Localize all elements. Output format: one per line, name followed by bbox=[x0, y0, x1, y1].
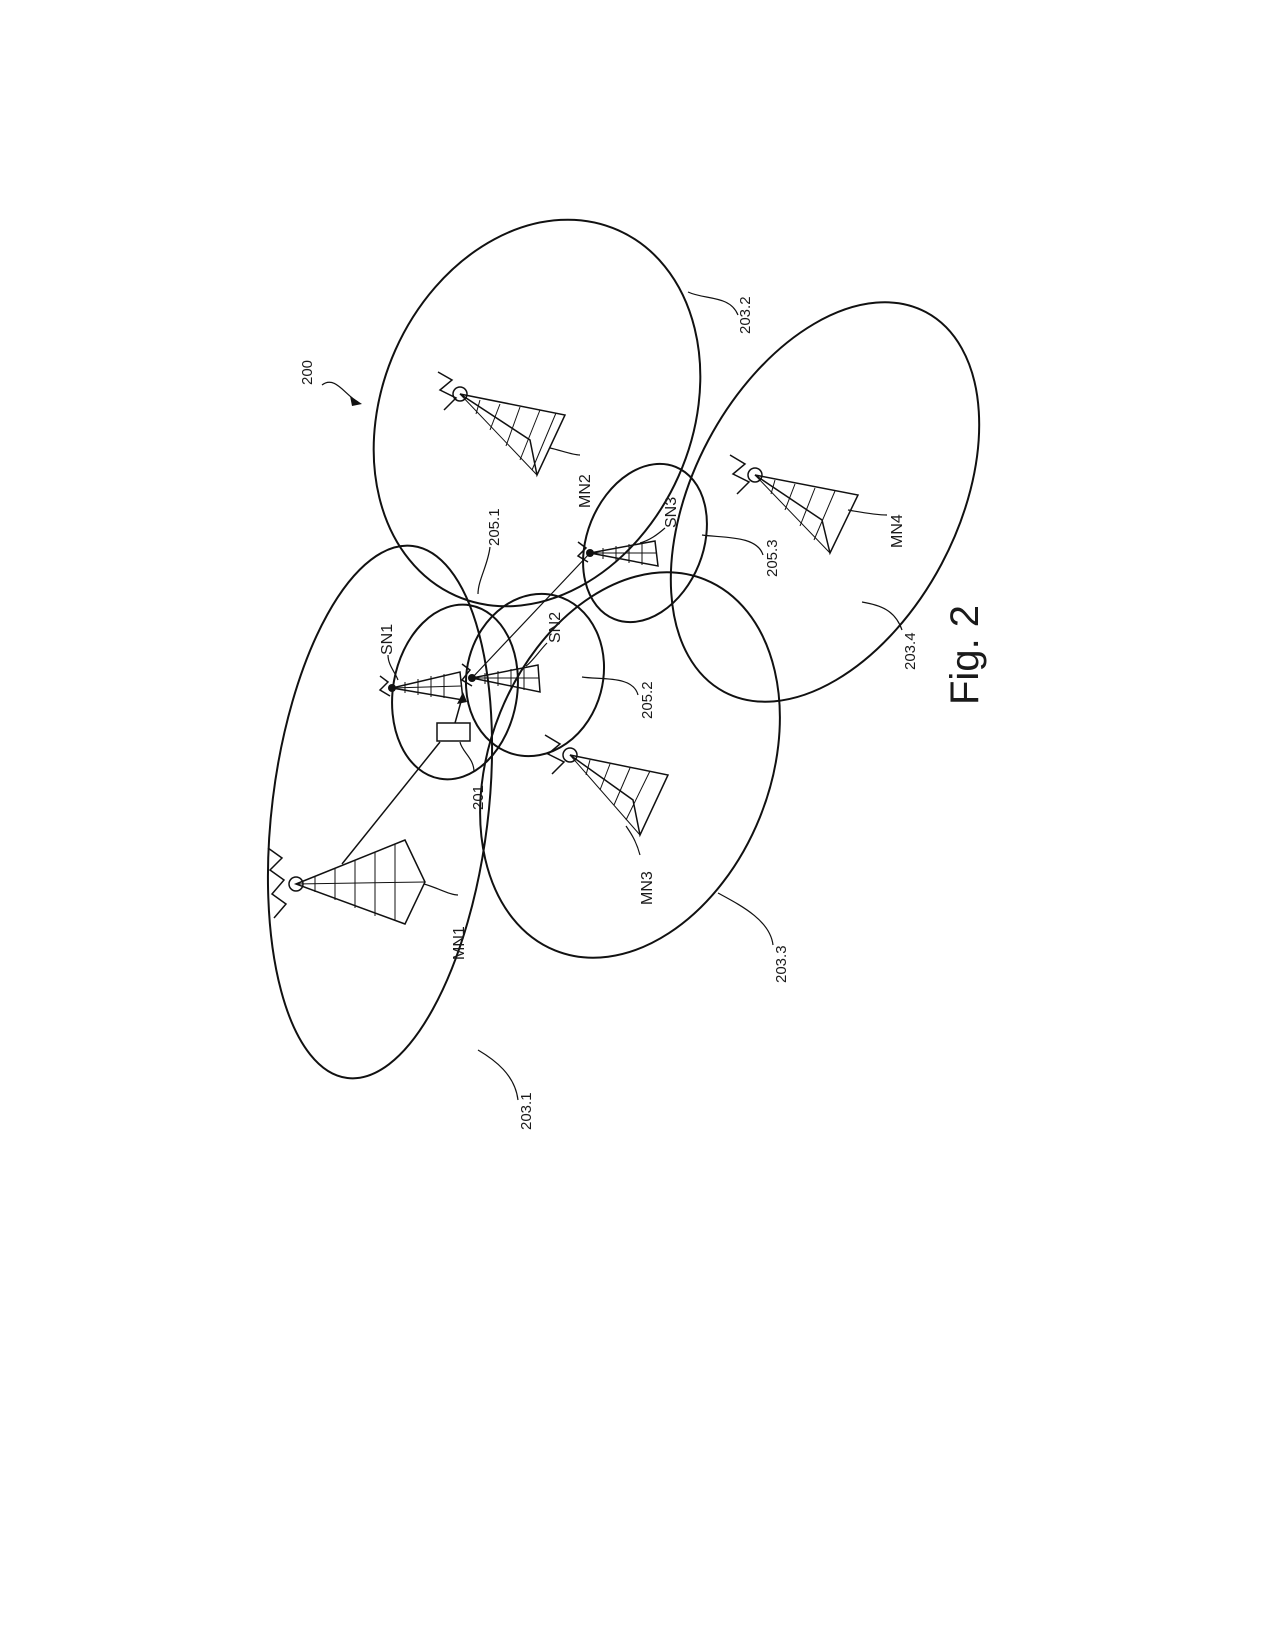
label-sn1: SN1 bbox=[379, 624, 396, 655]
label-sn2: SN2 bbox=[547, 612, 564, 643]
leader-mn1 bbox=[423, 883, 459, 896]
leader-205-1 bbox=[477, 546, 491, 595]
link-sn2-to-sn3 bbox=[471, 552, 591, 679]
label-203-1: 203.1 bbox=[518, 1092, 535, 1130]
label-203-3: 203.3 bbox=[773, 945, 790, 983]
leader-mn3 bbox=[625, 825, 641, 856]
small-node-sn1-tower bbox=[378, 671, 464, 701]
label-205-3: 205.3 bbox=[764, 539, 781, 577]
label-203-4: 203.4 bbox=[902, 632, 919, 670]
small-cell-205-3 bbox=[582, 462, 708, 624]
macro-cell-203-3 bbox=[479, 571, 781, 959]
label-200: 200 bbox=[299, 360, 316, 385]
leader-sn1 bbox=[387, 654, 399, 681]
leader-203-4 bbox=[861, 601, 903, 631]
label-mn1: MN1 bbox=[451, 926, 468, 960]
leader-mn2 bbox=[549, 447, 581, 456]
label-sn3: SN3 bbox=[663, 497, 680, 528]
link-mn1-to-ue bbox=[341, 741, 441, 865]
macro-node-mn3-tower bbox=[544, 734, 670, 838]
small-node-sn3-tower bbox=[576, 540, 659, 567]
label-203-2: 203.2 bbox=[737, 296, 754, 334]
label-mn2: MN2 bbox=[577, 474, 594, 508]
label-mn4: MN4 bbox=[889, 514, 906, 548]
macro-node-mn4-tower bbox=[729, 454, 860, 556]
macro-cell-203-2 bbox=[372, 218, 702, 608]
leader-203-1 bbox=[477, 1049, 519, 1101]
leader-sn2 bbox=[525, 642, 548, 667]
leader-sn3 bbox=[639, 527, 666, 544]
label-201: 201 bbox=[470, 785, 487, 810]
label-mn3: MN3 bbox=[639, 871, 656, 905]
label-205-1: 205.1 bbox=[486, 508, 503, 546]
leader-203-3 bbox=[717, 892, 774, 946]
leader-203-2 bbox=[687, 291, 739, 316]
link-arrowhead bbox=[457, 692, 467, 704]
leader-205-3 bbox=[701, 534, 764, 556]
leader-201 bbox=[459, 741, 475, 773]
macro-node-mn1-tower bbox=[267, 839, 426, 925]
figure-caption: Fig. 2 bbox=[943, 605, 987, 705]
small-node-sn2-tower bbox=[460, 663, 541, 693]
macro-node-mn2-tower bbox=[437, 371, 567, 478]
small-cell-205-2 bbox=[464, 592, 606, 758]
small-cell-205-1 bbox=[391, 603, 519, 781]
label-205-2: 205.2 bbox=[639, 681, 656, 719]
leader-mn4 bbox=[847, 509, 888, 516]
leader-205-2 bbox=[581, 676, 639, 696]
macro-cell-203-1 bbox=[266, 544, 494, 1080]
leader-200-arrowhead bbox=[350, 396, 362, 406]
macro-cell-203-4 bbox=[669, 301, 981, 703]
user-equipment-201 bbox=[436, 722, 471, 742]
